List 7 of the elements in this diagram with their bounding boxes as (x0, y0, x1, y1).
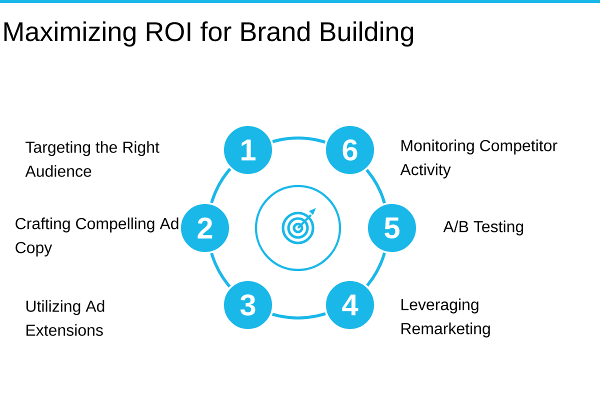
step-label: A/B Testing (443, 220, 524, 236)
step-label: Targeting the Right Audience (25, 141, 160, 177)
step-label: Monitoring Competitor Activity (400, 140, 558, 178)
step-label: Utilizing Ad Extensions (26, 300, 104, 336)
step-label: Crafting Compelling Ad Copy (16, 218, 178, 256)
step-label: Leveraging Remarketing (402, 298, 490, 338)
title: Maximizing ROI for Brand Building (4, 21, 414, 47)
